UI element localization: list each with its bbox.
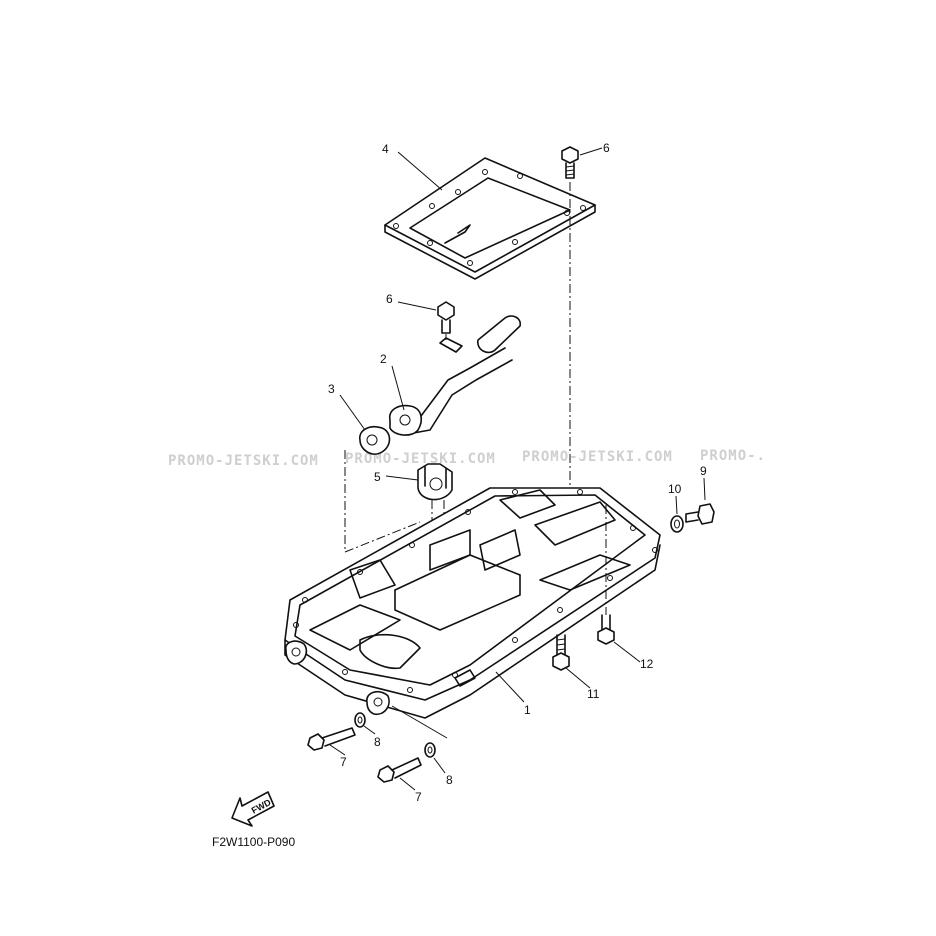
pipe-part-2 xyxy=(388,315,522,436)
callout-7-left: 7 xyxy=(340,755,347,769)
bolt-part-7-right xyxy=(377,757,422,783)
watermark-3: PROMO-JETSKI.COM xyxy=(522,449,673,465)
washer-part-10 xyxy=(670,515,684,533)
bolt-alignment-line xyxy=(391,705,448,739)
bolt-part-6-lower xyxy=(437,301,455,334)
callout-2: 2 xyxy=(380,352,387,366)
washer-part-8-right xyxy=(424,742,436,758)
oil-pan-part-1 xyxy=(284,487,661,719)
callout-6-lower: 6 xyxy=(386,292,393,306)
drain-plug-part-9 xyxy=(685,503,715,525)
bolt-part-6-upper xyxy=(561,146,579,179)
callout-8-right: 8 xyxy=(446,773,453,787)
bolt-part-11 xyxy=(552,634,570,671)
watermark-2: PROMO-JETSKI.COM xyxy=(345,451,496,467)
callout-6-upper: 6 xyxy=(603,141,610,155)
callout-8-left: 8 xyxy=(374,735,381,749)
bolt-part-12 xyxy=(597,614,615,645)
callout-7-right: 7 xyxy=(415,790,422,804)
gasket-part-3 xyxy=(359,425,391,455)
callout-5: 5 xyxy=(374,470,381,484)
callout-11: 11 xyxy=(587,687,600,701)
callout-10: 10 xyxy=(668,482,682,496)
callout-9: 9 xyxy=(700,464,707,478)
watermark-row: PROMO-JETSKI.COM PROMO-JETSKI.COM PROMO-… xyxy=(168,448,766,469)
callouts: 4 6 6 2 3 5 9 10 12 11 1 8 7 8 7 xyxy=(328,141,707,804)
callout-12: 12 xyxy=(640,657,654,671)
washer-part-8-left xyxy=(354,712,366,728)
grommet-part-5 xyxy=(417,463,453,501)
callout-3: 3 xyxy=(328,382,335,396)
bolt-part-7-left xyxy=(307,727,356,751)
diagram-code: F2W1100-P090 xyxy=(212,835,295,849)
fwd-arrow-icon: FWD xyxy=(231,791,275,827)
alignment-line-gasket xyxy=(344,450,421,553)
cover-plate-part-4 xyxy=(384,157,596,280)
leader-lines xyxy=(329,147,706,791)
watermark-1: PROMO-JETSKI.COM xyxy=(168,453,319,469)
watermark-4: PROMO-. xyxy=(700,448,766,464)
callout-1: 1 xyxy=(524,703,531,717)
callout-4: 4 xyxy=(382,142,389,156)
